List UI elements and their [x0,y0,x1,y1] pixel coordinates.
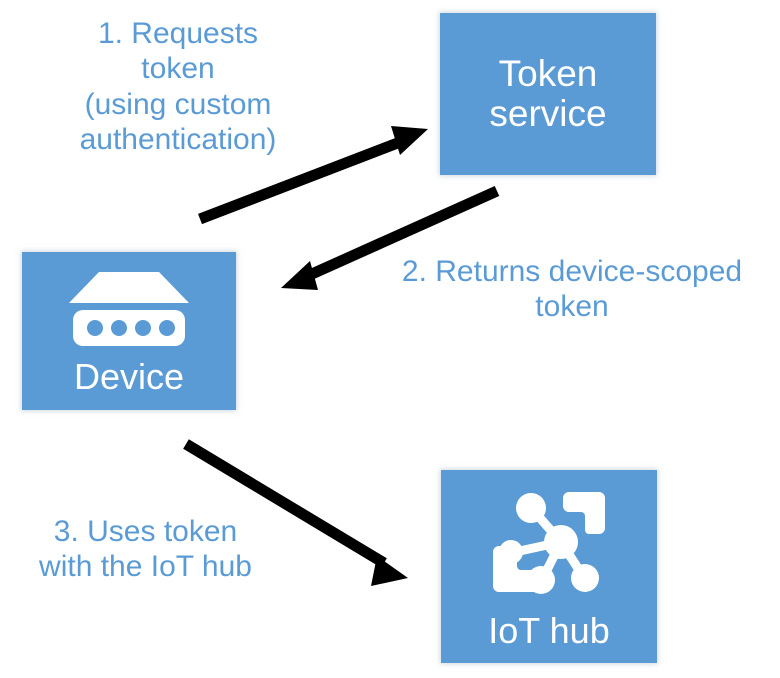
caption-step-3: 3. Uses token with the IoT hub [39,515,252,584]
device-gateway-icon [65,268,193,350]
node-token-service-label: Token service [489,53,607,134]
node-iot-hub[interactable]: IoT hub [441,470,657,663]
iot-hub-network-icon [489,486,609,598]
caption-step-2: 2. Returns device-scoped token [401,255,743,324]
node-device-label: Device [73,356,185,397]
caption-step-1: 1. Requests token (using custom authenti… [79,17,277,157]
node-device[interactable]: Device [22,252,236,410]
node-token-service[interactable]: Token service [440,13,656,175]
node-iot-hub-label: IoT hub [488,610,610,651]
